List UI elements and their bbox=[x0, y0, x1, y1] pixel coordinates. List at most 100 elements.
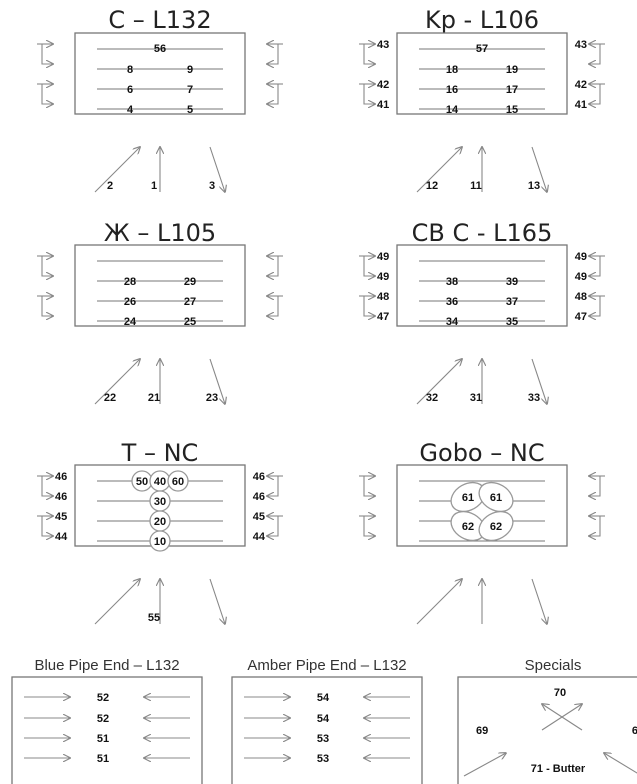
fixture-number: 39 bbox=[506, 276, 518, 288]
side-number: 42 bbox=[377, 79, 389, 91]
fixture-number: 38 bbox=[446, 276, 458, 288]
gobo-ellipse bbox=[478, 481, 514, 513]
side-number: 44 bbox=[253, 531, 266, 543]
front-number: 2 bbox=[107, 180, 113, 192]
fixture-number: 10 bbox=[154, 536, 166, 548]
front-number: 21 bbox=[148, 392, 160, 404]
panel-number: 54 bbox=[317, 713, 330, 725]
specials-number: 6 bbox=[632, 725, 637, 737]
fixture-number: 16 bbox=[446, 84, 458, 96]
right-side-arrow bbox=[589, 295, 605, 316]
area-box bbox=[396, 244, 568, 327]
specials-number: 71 - Butter bbox=[531, 763, 586, 775]
fixture-number: 61 bbox=[462, 492, 474, 504]
fixture-circle bbox=[149, 530, 171, 552]
side-number: 42 bbox=[575, 79, 587, 91]
side-number: 41 bbox=[377, 99, 389, 111]
front-arrow bbox=[416, 147, 462, 193]
side-number: 46 bbox=[253, 471, 265, 483]
right-side-arrow bbox=[589, 515, 605, 536]
panel-number: 51 bbox=[97, 753, 109, 765]
side-number: 46 bbox=[55, 491, 67, 503]
panel-title: Blue Pipe End – L132 bbox=[34, 657, 179, 674]
panel-number: 53 bbox=[317, 733, 329, 745]
fixture-number: 26 bbox=[124, 296, 136, 308]
panel-number: 54 bbox=[317, 692, 330, 704]
left-side-arrow bbox=[37, 83, 53, 104]
fixture-number: 17 bbox=[506, 84, 518, 96]
front-arrow bbox=[531, 146, 547, 192]
fixture-number: 61 bbox=[490, 492, 502, 504]
fixture-number: 37 bbox=[506, 296, 518, 308]
front-arrow bbox=[531, 358, 547, 404]
left-side-arrow bbox=[37, 475, 53, 496]
fixture-number: 27 bbox=[184, 296, 196, 308]
area-title: C – L132 bbox=[108, 6, 211, 34]
fixture-number: 50 bbox=[136, 476, 148, 488]
fixture-number: 19 bbox=[506, 64, 518, 76]
area-box bbox=[396, 32, 568, 115]
fixture-number: 62 bbox=[462, 521, 474, 533]
front-arrow bbox=[531, 578, 547, 624]
side-number: 49 bbox=[575, 251, 587, 263]
side-number: 43 bbox=[377, 39, 389, 51]
area-box bbox=[74, 32, 246, 115]
side-number: 48 bbox=[575, 291, 587, 303]
fixture-number: 34 bbox=[446, 316, 459, 328]
front-number: 3 bbox=[209, 180, 215, 192]
fixture-number: 4 bbox=[127, 104, 134, 116]
front-number: 13 bbox=[528, 180, 540, 192]
area-title: CB C - L165 bbox=[412, 219, 553, 247]
right-side-arrow bbox=[589, 83, 605, 104]
side-number: 46 bbox=[55, 471, 67, 483]
fixture-number: 18 bbox=[446, 64, 458, 76]
left-side-arrow bbox=[37, 295, 53, 316]
fixture-number: 14 bbox=[446, 104, 459, 116]
left-side-arrow bbox=[359, 83, 375, 104]
front-arrow bbox=[94, 579, 140, 625]
right-side-arrow bbox=[589, 475, 605, 496]
right-side-arrow bbox=[267, 475, 283, 496]
specials-arrow bbox=[542, 704, 583, 731]
side-number: 47 bbox=[575, 311, 587, 323]
fixture-number: 36 bbox=[446, 296, 458, 308]
fixture-number: 40 bbox=[154, 476, 166, 488]
fixture-number: 28 bbox=[124, 276, 136, 288]
front-number: 22 bbox=[104, 392, 116, 404]
left-side-arrow bbox=[359, 295, 375, 316]
fixture-number: 30 bbox=[154, 496, 166, 508]
front-arrow bbox=[94, 359, 140, 405]
fixture-number: 56 bbox=[154, 43, 166, 55]
fixture-number: 60 bbox=[172, 476, 184, 488]
panel-box bbox=[11, 676, 203, 784]
side-number: 47 bbox=[377, 311, 389, 323]
area-title: Kp - L106 bbox=[425, 6, 539, 34]
fixture-number: 15 bbox=[506, 104, 518, 116]
fixture-number: 62 bbox=[490, 521, 502, 533]
front-number: 23 bbox=[206, 392, 218, 404]
fixture-number: 8 bbox=[127, 64, 133, 76]
front-arrow bbox=[416, 359, 462, 405]
front-number: 1 bbox=[151, 180, 157, 192]
front-arrow bbox=[94, 147, 140, 193]
fixture-number: 24 bbox=[124, 316, 137, 328]
front-number: 32 bbox=[426, 392, 438, 404]
fixture-number: 25 bbox=[184, 316, 196, 328]
front-arrow bbox=[209, 358, 225, 404]
left-side-arrow bbox=[359, 255, 375, 276]
front-arrow bbox=[209, 578, 225, 624]
panel-title: Amber Pipe End – L132 bbox=[247, 657, 406, 674]
front-number: 31 bbox=[470, 392, 482, 404]
right-side-arrow bbox=[267, 295, 283, 316]
fixture-circle bbox=[167, 470, 189, 492]
side-number: 45 bbox=[253, 511, 265, 523]
fixture-number: 35 bbox=[506, 316, 518, 328]
area-box bbox=[74, 244, 246, 327]
